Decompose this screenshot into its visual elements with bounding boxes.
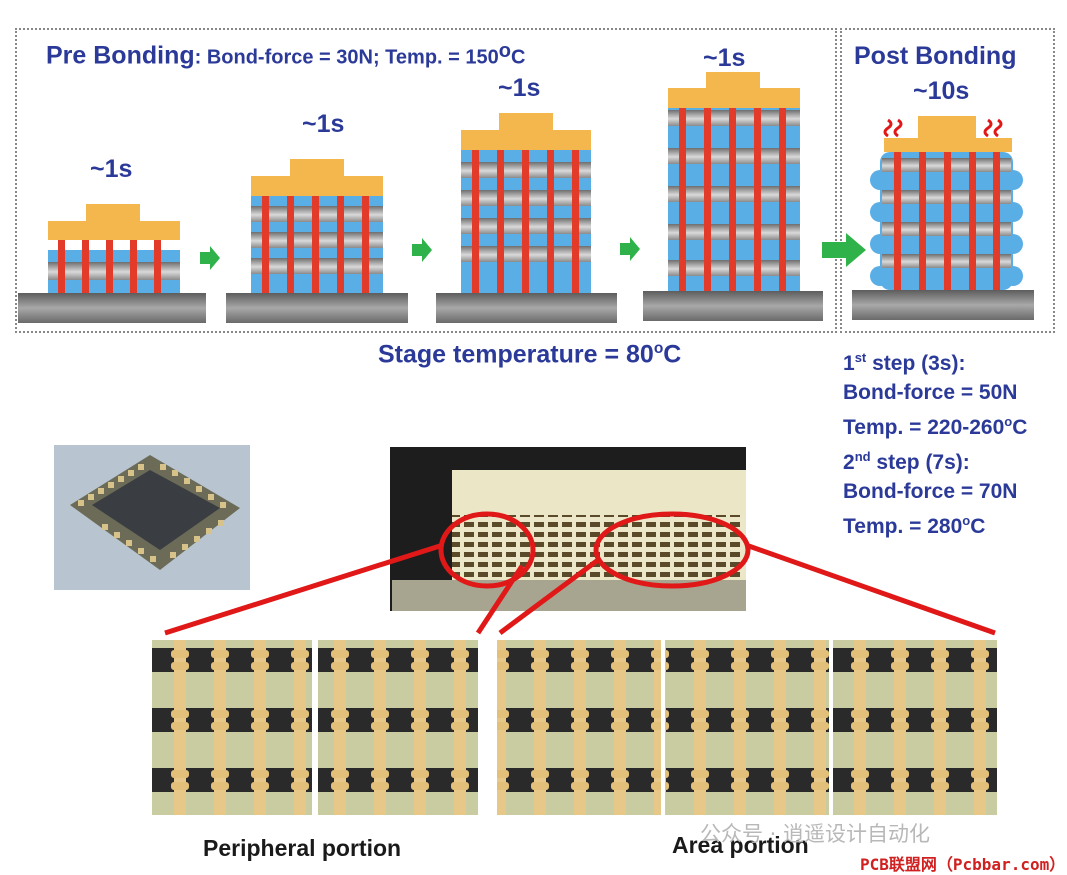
step2-temp: Temp. = 280oC (843, 506, 1027, 541)
substrate (436, 293, 617, 323)
step1-duration: step (3s): (866, 352, 966, 375)
step2-number: 2 (843, 451, 855, 474)
degree-sign: o (498, 40, 511, 62)
stack-3 (436, 113, 617, 323)
solder-columns (894, 152, 1000, 290)
stage-temperature: Stage temperature = 80oC (378, 340, 681, 369)
bonding-head (48, 221, 180, 240)
temp-unit: C (1012, 416, 1028, 439)
bonding-head-top (290, 159, 344, 176)
underfill-fillets (870, 170, 1023, 286)
micrograph-peripheral-2 (318, 640, 478, 815)
peripheral-portion-caption: Peripheral portion (203, 835, 402, 861)
temp-unit: C (510, 46, 526, 69)
substrate (643, 291, 823, 321)
pre-bonding-header: Pre Bonding: Bond-force = 30N; Temp. = 1… (46, 40, 525, 70)
solder-columns (472, 150, 579, 293)
step-time-2: ~1s (302, 110, 345, 138)
degree-sign: o (653, 340, 664, 357)
pre-bonding-params: : Bond-force = 30N; Temp. = 150 (194, 46, 499, 69)
callout-markers (164, 511, 996, 636)
micrograph-row (152, 640, 997, 815)
step1-temp-value: Temp. = 220-260 (843, 416, 1005, 439)
bonding-head (884, 138, 1012, 152)
arrow-1 (200, 246, 220, 270)
degree-sign: o (962, 513, 971, 528)
bonding-head-top (499, 113, 553, 130)
post-bonding-steps: 1st step (3s): Bond-force = 50N Temp. = … (843, 343, 1027, 541)
post-bonding-time: ~10s (913, 77, 970, 105)
step2-duration: step (7s): (870, 451, 970, 474)
substrate (852, 290, 1034, 320)
bonding-head (251, 176, 383, 196)
step1-temp: Temp. = 220-260oC (843, 407, 1027, 442)
bonding-head-top (918, 116, 976, 138)
micrograph-peripheral-1 (152, 640, 312, 815)
site-watermark: PCB联盟网（Pcbbar.com） (860, 855, 1066, 874)
post-bonding-frame (840, 28, 1055, 333)
arrow-4 (822, 233, 866, 267)
stack-1 (18, 204, 206, 323)
temp-unit: C (663, 340, 682, 369)
bonding-head (461, 130, 591, 150)
bonding-head-top (86, 204, 140, 221)
area-portion-caption: Area portion (672, 832, 809, 858)
pre-bonding-frame (15, 28, 837, 333)
step2-temp-value: Temp. = 280 (843, 515, 963, 538)
post-bonding-label: Post Bonding (854, 42, 1017, 70)
micrograph-area-3 (833, 640, 997, 815)
step1-force: Bond-force = 50N (843, 381, 1018, 404)
arrow-2 (412, 238, 432, 262)
solder-columns (262, 196, 369, 293)
arrow-3 (620, 237, 640, 261)
micrograph-area-2 (665, 640, 829, 815)
step2-ordinal: nd (854, 449, 871, 464)
package-photo (54, 445, 250, 590)
step-time-3: ~1s (498, 74, 541, 102)
stage-temperature-text: Stage temperature = 80 (378, 340, 654, 369)
step1-heading: 1st step (3s): (843, 343, 1027, 378)
heat-icon (883, 118, 1003, 138)
wechat-watermark: 公众号 · 逍遥设计自动化 (700, 822, 931, 846)
micrograph-area-1 (497, 640, 661, 815)
step-time-4: ~1s (703, 44, 746, 72)
pre-bonding-label: Pre Bonding (46, 41, 195, 70)
chip-layer (48, 262, 180, 280)
solder-columns (58, 240, 161, 293)
step1-ordinal: st (854, 350, 867, 365)
temp-unit: C (970, 515, 986, 538)
step2-heading: 2nd step (7s): (843, 442, 1027, 477)
bonding-head (668, 88, 800, 108)
stack-4 (643, 72, 823, 321)
stack-post-bonding (852, 116, 1034, 320)
stack-2 (226, 159, 408, 323)
degree-sign: o (1004, 414, 1013, 429)
solder-columns (679, 108, 786, 291)
bonding-head-top (706, 72, 760, 88)
step2-force: Bond-force = 70N (843, 480, 1018, 503)
substrate (18, 293, 206, 323)
bonding-process-illustration (18, 72, 1034, 323)
step-time-1: ~1s (90, 155, 133, 183)
substrate (226, 293, 408, 323)
step1-number: 1 (843, 352, 855, 375)
